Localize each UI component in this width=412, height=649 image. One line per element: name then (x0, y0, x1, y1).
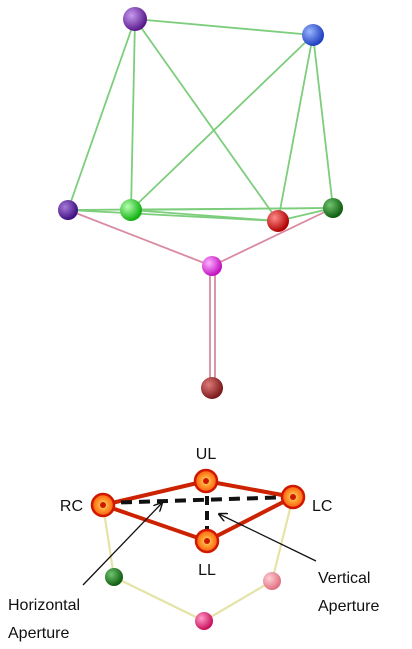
edge (203, 580, 273, 622)
label-horizontal-line1: Horizontal (8, 597, 80, 614)
edge (67, 209, 213, 267)
landmark-rc (90, 492, 116, 518)
landmark-lc (280, 484, 306, 510)
edge (270, 496, 295, 582)
label-ul: UL (196, 446, 217, 463)
top-3d-model (58, 7, 343, 399)
lip-edge (205, 479, 294, 499)
edge (211, 207, 334, 267)
vertical-aperture-arrow-icon (219, 514, 317, 562)
edge (134, 18, 279, 222)
yellow-edges (101, 496, 295, 622)
edge (277, 34, 314, 222)
edge (130, 34, 314, 211)
label-rc: RC (60, 498, 83, 515)
node-dark-green (323, 198, 343, 218)
landmark-ll (194, 528, 220, 554)
label-ll: LL (198, 562, 216, 579)
label-vertical-line1: Vertical (318, 570, 370, 587)
edge (312, 34, 334, 209)
edge (134, 18, 314, 36)
node-purple-top (123, 7, 147, 31)
green-edges (67, 18, 334, 222)
node-dark-green-small (105, 568, 123, 586)
bottom-lip-diagram: UL RC LC LL Vertical Aperture Horizontal… (8, 446, 379, 642)
node-purple-left (58, 200, 78, 220)
lip-edge (206, 495, 294, 543)
label-vertical-line2: Aperture (318, 598, 379, 615)
node-light-pink (263, 572, 281, 590)
pink-edges (67, 207, 334, 382)
edge (113, 576, 205, 622)
landmark-ul (193, 468, 219, 494)
node-dark-red (201, 377, 223, 399)
node-blue (302, 24, 324, 46)
node-hot-pink (195, 612, 213, 630)
lip-edge (102, 503, 208, 543)
label-lc: LC (312, 498, 332, 515)
node-red (267, 210, 289, 232)
node-magenta (202, 256, 222, 276)
edge (130, 209, 279, 222)
edge (130, 207, 334, 211)
edge (130, 18, 136, 211)
horizontal-aperture-arrow-icon (82, 503, 162, 586)
edge (67, 18, 136, 211)
horizontal-aperture-line (102, 495, 294, 505)
node-green (120, 199, 142, 221)
lip-edge (102, 479, 207, 507)
label-horizontal-line2: Aperture (8, 625, 69, 642)
lip-outline (102, 479, 294, 543)
